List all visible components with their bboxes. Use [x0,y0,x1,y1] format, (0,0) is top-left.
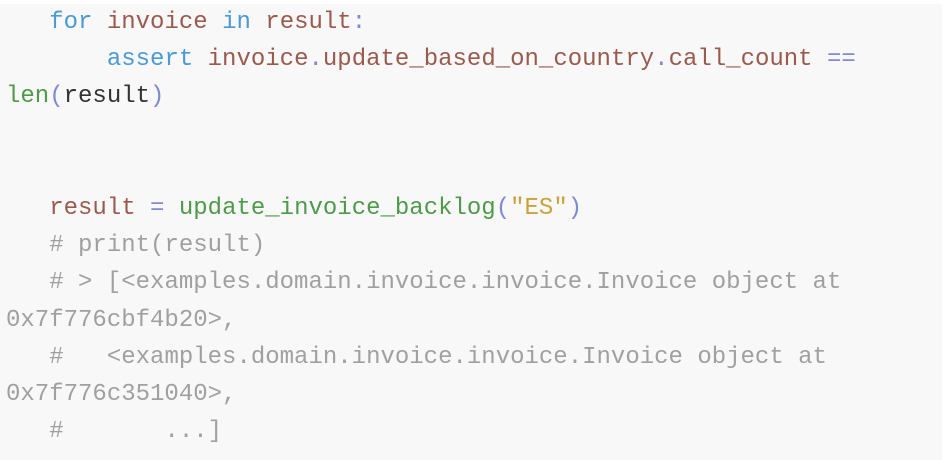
code-token: len [6,83,50,111]
code-line [6,153,942,190]
code-line: 0x7f776c351040>, [6,376,942,413]
code-token: : [351,9,367,36]
code-token: ( [49,83,64,111]
code-token: call_count [668,46,813,74]
code-token: update_invoice_backlog [178,194,496,222]
code-token: # > [<examples.domain.invoice.invoice.In… [49,269,842,297]
code-token: ) [150,83,165,111]
code-token: 0x7f776c351040>, [6,380,237,408]
code-token [6,344,49,371]
code-token: # print(result) [49,232,266,260]
code-token: 0x7f776cbf4b20>, [6,306,237,334]
code-token: result [63,83,151,111]
code-token [251,9,265,36]
code-token [6,418,49,445]
code-token [813,46,827,73]
code-line: assert invoice.update_based_on_country.c… [6,41,942,78]
code-token [208,9,222,36]
code-line: result = update_invoice_backlog("ES") [6,190,942,227]
code-token: assert [106,46,194,74]
code-token: . [654,46,669,74]
code-token: # <examples.domain.invoice.invoice.Invoi… [49,343,827,371]
code-token: invoice [106,9,208,36]
code-line: # <examples.domain.invoice.invoice.Invoi… [6,339,942,376]
code-line: # > [<examples.domain.invoice.invoice.In… [6,264,942,301]
code-token [6,269,49,296]
code-token [6,232,49,259]
code-token: for [49,9,93,36]
code-token: result [49,194,136,222]
code-line: # print(result) [6,227,942,264]
code-block: for invoice in result: assert invoice.up… [0,4,942,460]
code-token: invoice [207,46,309,74]
code-token: ) [567,194,583,222]
code-token: "ES" [510,194,568,222]
code-token: in [222,9,251,36]
code-token [6,46,107,73]
code-token: == [827,46,856,74]
code-token: # ...] [49,418,223,446]
code-line [6,116,942,153]
code-token: = [150,194,165,222]
code-line: for invoice in result: [6,4,942,41]
code-token: . [308,46,323,74]
code-token [6,195,49,222]
code-token: update_based_on_country [322,46,655,74]
code-token [92,9,106,36]
code-token [164,195,178,222]
code-token [193,46,207,73]
code-token [6,9,49,36]
code-line: # ...] [6,413,942,450]
code-token: result [265,9,352,36]
code-token: ( [495,194,511,222]
code-token [136,195,150,222]
code-line: len(result) [6,78,942,115]
code-line: 0x7f776cbf4b20>, [6,302,942,339]
